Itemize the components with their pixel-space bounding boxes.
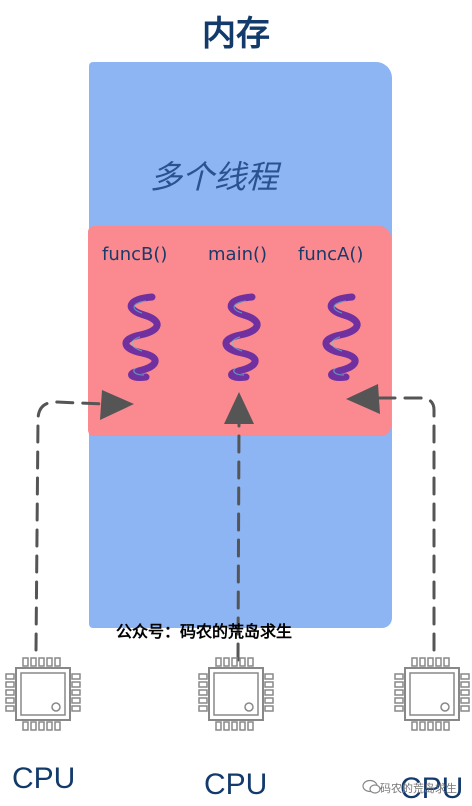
thread-squiggle-icon <box>326 297 357 377</box>
dashed-arrow-center <box>236 422 241 662</box>
cpu-label-right: CPU <box>400 772 464 805</box>
cpu-label-left: CPU <box>12 762 76 795</box>
memory-title: 内存 <box>202 14 270 54</box>
arrowhead-right <box>346 384 380 414</box>
thread-squiggle-icon <box>226 297 257 377</box>
thread-squiggle-icon <box>126 297 157 377</box>
cpu-chip-icon <box>5 657 81 731</box>
cpu-chip-icon <box>198 657 274 731</box>
threads-label: 多个线程 <box>150 158 279 196</box>
func-label-funcA: funcA() <box>298 244 364 265</box>
wechat-icon <box>362 779 381 794</box>
cpu-chip-icon <box>394 657 470 731</box>
func-label-main: main() <box>208 244 268 265</box>
watermark: 码农的荒岛求生 <box>380 782 457 795</box>
dashed-arrow-right <box>376 396 436 652</box>
func-label-funcB: funcB() <box>102 244 168 265</box>
caption: 公众号：码农的荒岛求生 <box>116 622 293 641</box>
dashed-arrow-left <box>34 400 106 652</box>
cpu-label-center: CPU <box>204 768 268 801</box>
arrowhead-left <box>100 390 134 420</box>
arrowhead-center <box>224 392 254 424</box>
